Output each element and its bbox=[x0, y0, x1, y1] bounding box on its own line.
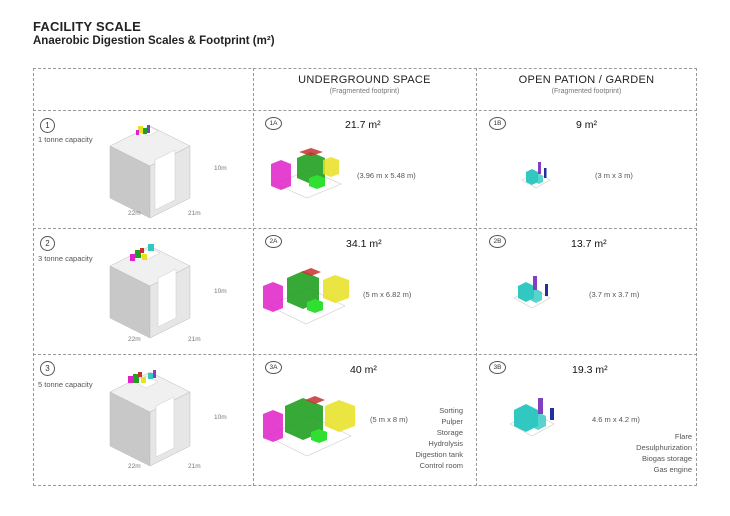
column-divider-2 bbox=[476, 68, 477, 486]
left-dimension: 22m bbox=[128, 463, 141, 470]
legend-item: Storage bbox=[436, 428, 463, 437]
footprint-dims-1b: (3 m x 3 m) bbox=[595, 171, 633, 180]
footprint-dims-2b: (3.7 m x 3.7 m) bbox=[589, 290, 640, 299]
garden-layout-2b bbox=[513, 276, 551, 309]
option-tag-2a: 2A bbox=[265, 235, 282, 248]
footprint-dims-3a: (5 m x 8 m) bbox=[370, 415, 408, 424]
height-dimension: 10m bbox=[214, 414, 227, 421]
header-divider bbox=[33, 110, 697, 111]
garden-layout-1b bbox=[521, 162, 551, 189]
underground-layout-2a bbox=[263, 268, 349, 325]
legend-item: Desulphurization bbox=[636, 443, 692, 452]
height-dimension: 10m bbox=[214, 288, 227, 295]
building-isometric-3 bbox=[109, 370, 191, 467]
footprint-area-3a: 40 m² bbox=[350, 364, 377, 376]
legend-item: Control room bbox=[419, 461, 463, 470]
column-header-open: OPEN PATION / GARDEN bbox=[518, 74, 655, 86]
row-divider-1 bbox=[33, 228, 697, 229]
column-subheader-open: (Fragmented footprint) bbox=[551, 88, 622, 95]
column-divider-1 bbox=[253, 68, 254, 486]
row-divider-2 bbox=[33, 354, 697, 355]
page-subtitle: Anaerobic Digestion Scales & Footprint (… bbox=[33, 35, 275, 47]
legend-item: Flare bbox=[674, 432, 692, 441]
building-isometric-2 bbox=[109, 244, 191, 339]
right-dimension: 21m bbox=[188, 463, 201, 470]
capacity-label: 3 tonne capacity bbox=[38, 254, 93, 263]
legend-item: Sorting bbox=[439, 406, 463, 415]
footprint-area-3b: 19.3 m² bbox=[572, 364, 608, 376]
footprint-dims-2a: (5 m x 6.82 m) bbox=[363, 290, 412, 299]
column-header-underground: UNDERGROUND SPACE bbox=[298, 74, 431, 86]
footprint-area-2b: 13.7 m² bbox=[571, 238, 607, 250]
row-number: 1 bbox=[40, 118, 55, 133]
facility-table bbox=[33, 68, 697, 486]
option-tag-3b: 3B bbox=[489, 361, 506, 374]
capacity-label: 5 tonne capacity bbox=[38, 380, 93, 389]
underground-layout-1a bbox=[271, 148, 342, 199]
building-isometric-1 bbox=[109, 125, 191, 219]
footprint-area-2a: 34.1 m² bbox=[346, 238, 382, 250]
garden-layout-3b bbox=[509, 398, 555, 437]
left-dimension: 22m bbox=[128, 336, 141, 343]
option-tag-2b: 2B bbox=[489, 235, 506, 248]
footprint-area-1b: 9 m² bbox=[576, 119, 597, 131]
option-tag-3a: 3A bbox=[265, 361, 282, 374]
row-number: 2 bbox=[40, 236, 55, 251]
row-number: 3 bbox=[40, 361, 55, 376]
process-legend-underground: Sorting Pulper Storage Hydrolysis Digest… bbox=[400, 405, 463, 471]
option-tag-1a: 1A bbox=[265, 117, 282, 130]
legend-item: Hydrolysis bbox=[428, 439, 463, 448]
right-dimension: 21m bbox=[188, 336, 201, 343]
legend-item: Digestion tank bbox=[415, 450, 463, 459]
height-dimension: 10m bbox=[214, 165, 227, 172]
footprint-area-1a: 21.7 m² bbox=[345, 119, 381, 131]
process-legend-open: Flare Desulphurization Biogas storage Ga… bbox=[600, 431, 692, 475]
legend-item: Biogas storage bbox=[641, 454, 692, 463]
underground-layout-3a bbox=[263, 396, 355, 457]
left-dimension: 22m bbox=[128, 210, 141, 217]
page-title: FACILITY SCALE bbox=[33, 19, 142, 34]
legend-item: Pulper bbox=[441, 417, 463, 426]
column-subheader-underground: (Fragmented footprint) bbox=[329, 88, 400, 95]
legend-item: Gas engine bbox=[653, 465, 692, 474]
right-dimension: 21m bbox=[188, 210, 201, 217]
footprint-dims-3b: 4.6 m x 4.2 m) bbox=[592, 415, 640, 424]
capacity-label: 1 tonne capacity bbox=[38, 135, 93, 144]
option-tag-1b: 1B bbox=[489, 117, 506, 130]
footprint-dims-1a: (3.96 m x 5.48 m) bbox=[357, 171, 416, 180]
